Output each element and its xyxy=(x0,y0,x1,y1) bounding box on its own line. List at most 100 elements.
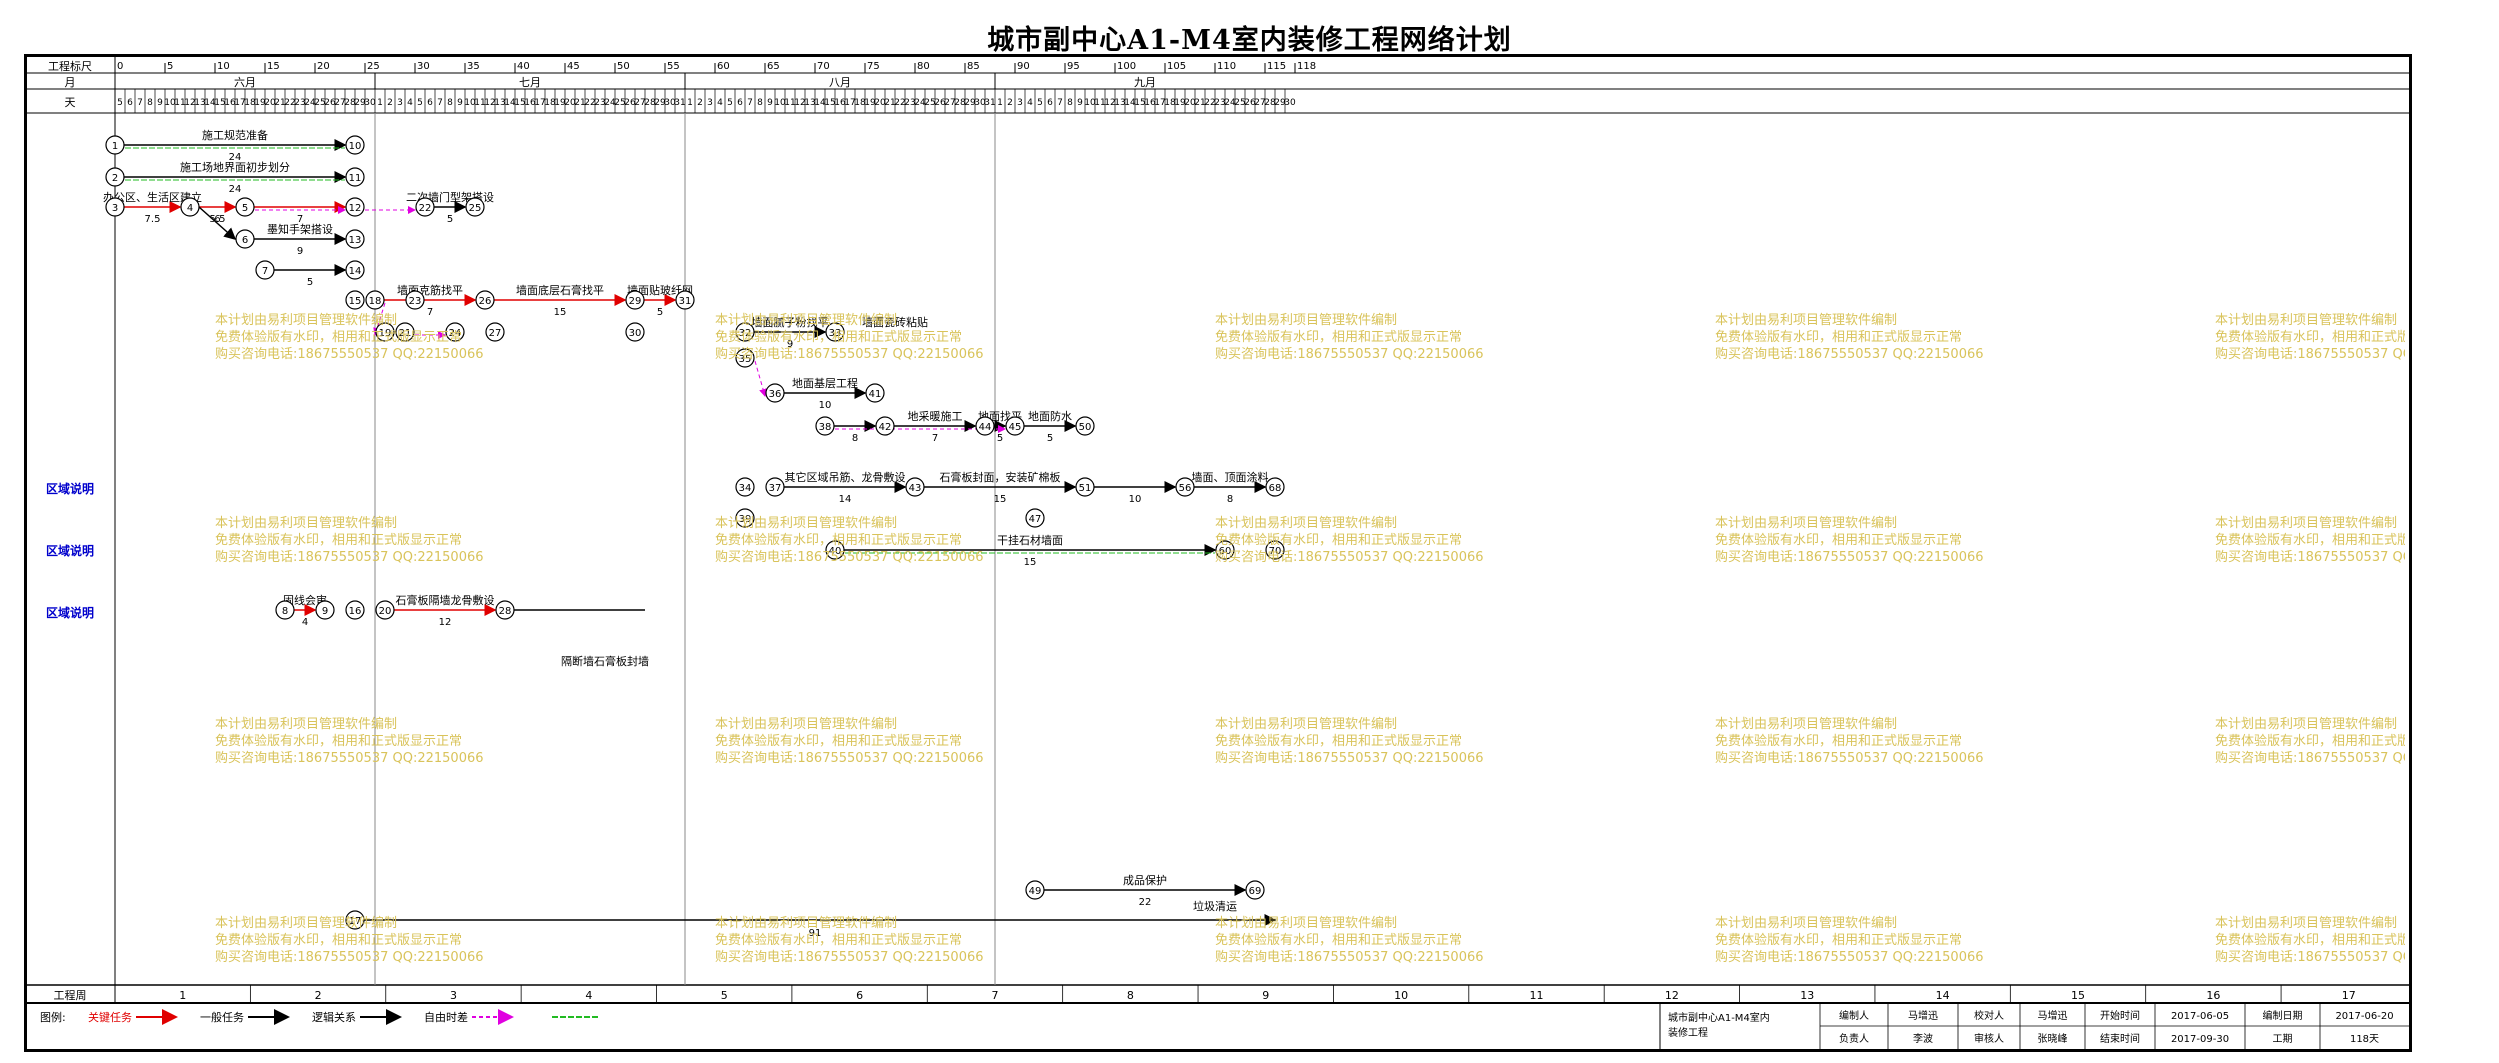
node-label: 9 xyxy=(322,606,328,617)
day-label: 24 xyxy=(604,98,616,108)
activity-duration: 10 xyxy=(1129,494,1142,505)
activity-duration: 9 xyxy=(787,339,793,350)
day-label: 25 xyxy=(924,98,935,108)
activity-duration: 15 xyxy=(1024,557,1037,568)
day-label: 17 xyxy=(1154,98,1165,108)
scale-tick-label: 60 xyxy=(717,61,730,72)
day-label: 17 xyxy=(844,98,855,108)
network-node xyxy=(235,197,255,217)
scale-tick-label: 105 xyxy=(1167,61,1186,72)
day-label: 11 xyxy=(784,98,795,108)
activity-name: 墙面腻子粉找平 xyxy=(752,315,829,329)
day-label: 4 xyxy=(1027,98,1033,108)
week-label: 5 xyxy=(721,989,728,1002)
watermark-line: 免费体验版有水印，相用和正式版显示正常 xyxy=(1715,330,1963,345)
watermark-line: 购买咨询电话:18675550537 QQ:22150066 xyxy=(1715,550,1984,565)
day-label: 6 xyxy=(1047,98,1053,108)
scale-tick-label: 40 xyxy=(517,61,530,72)
activity-duration: 7 xyxy=(932,433,938,444)
activity-name: 施工场地界面初步划分 xyxy=(180,160,290,174)
day-label: 1 xyxy=(687,98,693,108)
day-label: 10 xyxy=(464,98,476,108)
day-label: 15 xyxy=(824,98,835,108)
node-label: 24 xyxy=(449,328,462,339)
info-key: 校对人 xyxy=(1974,1009,2004,1022)
watermark-line: 免费体验版有水印，相用和正式版显示正常 xyxy=(215,933,463,948)
week-label: 16 xyxy=(2206,989,2220,1002)
month-label: 六月 xyxy=(234,76,256,89)
scale-tick-label: 65 xyxy=(767,61,780,72)
day-label: 8 xyxy=(757,98,763,108)
watermark-line: 本计划由易利项目管理软件编制 xyxy=(215,313,398,328)
scale-tick-label: 5 xyxy=(167,61,173,72)
legend-label: 关键任务 xyxy=(88,1010,132,1024)
day-label: 29 xyxy=(654,98,666,108)
network-node xyxy=(365,290,385,310)
day-label: 30 xyxy=(364,98,376,108)
node-label: 34 xyxy=(739,483,752,494)
network-node xyxy=(375,600,395,620)
watermark-block: 本计划由易利项目管理软件编制免费体验版有水印，相用和正式版显示正常购买咨询电话:… xyxy=(2215,515,2405,566)
legend-label: 自由时差 xyxy=(424,1010,468,1024)
watermark-line: 本计划由易利项目管理软件编制 xyxy=(1215,717,1398,732)
watermark-block: 本计划由易利项目管理软件编制免费体验版有水印，相用和正式版显示正常购买咨询电话:… xyxy=(2215,915,2405,966)
day-label: 29 xyxy=(964,98,976,108)
activity-duration: 5 xyxy=(1047,433,1053,444)
day-label: 19 xyxy=(254,98,266,108)
activity-duration: 14 xyxy=(839,494,852,505)
month-label: 八月 xyxy=(829,76,851,89)
day-label: 4 xyxy=(407,98,413,108)
day-label: 28 xyxy=(344,98,356,108)
scale-tick-label: 50 xyxy=(617,61,630,72)
day-label: 5 xyxy=(417,98,423,108)
plan-title: 城市副中心A1-M4室内装修工程网络计划 xyxy=(987,25,1512,56)
network-node xyxy=(875,416,895,436)
chart-frame xyxy=(24,54,2412,1052)
watermark-block: 本计划由易利项目管理软件编制免费体验版有水印，相用和正式版显示正常购买咨询电话:… xyxy=(2215,312,2405,363)
scale-tick-label: 90 xyxy=(1017,61,1030,72)
day-label: 24 xyxy=(914,98,926,108)
watermark-line: 购买咨询电话:18675550537 QQ:22150066 xyxy=(215,550,484,565)
day-label: 8 xyxy=(447,98,453,108)
day-label: 31 xyxy=(674,98,685,108)
day-label: 26 xyxy=(1244,98,1256,108)
watermark-line: 购买咨询电话:18675550537 QQ:22150066 xyxy=(2215,347,2405,362)
watermark-line: 免费体验版有水印，相用和正式版显示正常 xyxy=(1215,533,1463,548)
day-label: 8 xyxy=(1067,98,1073,108)
activity-duration: 15 xyxy=(554,307,567,318)
node-label: 28 xyxy=(499,606,512,617)
activity-duration: 9 xyxy=(297,246,303,257)
network-node xyxy=(825,540,845,560)
watermark-line: 本计划由易利项目管理软件编制 xyxy=(715,313,898,328)
watermark-line: 购买咨询电话:18675550537 QQ:22150066 xyxy=(1215,751,1484,766)
free-float-line xyxy=(754,360,767,397)
node-label: 4 xyxy=(187,203,193,214)
day-label: 20 xyxy=(564,98,576,108)
day-label: 2 xyxy=(697,98,703,108)
activity-name: 墙面、顶面涂料 xyxy=(1192,470,1269,484)
day-label: 2 xyxy=(387,98,393,108)
day-label: 30 xyxy=(974,98,986,108)
activity-duration: 5 xyxy=(447,214,453,225)
day-label: 18 xyxy=(244,98,256,108)
scale-tick-label: 35 xyxy=(467,61,480,72)
week-label: 17 xyxy=(2342,989,2356,1002)
week-label: 15 xyxy=(2071,989,2085,1002)
day-label: 21 xyxy=(574,98,585,108)
node-label: 39 xyxy=(739,514,752,525)
network-node xyxy=(1175,477,1195,497)
day-label: 20 xyxy=(1184,98,1196,108)
activity-name: 墙面瓷砖粘贴 xyxy=(862,315,928,329)
network-node xyxy=(465,197,485,217)
watermark-line: 本计划由易利项目管理软件编制 xyxy=(215,717,398,732)
info-value: 李波 xyxy=(1913,1032,1933,1045)
watermark-line: 本计划由易利项目管理软件编制 xyxy=(1215,916,1398,931)
info-value: 2017-06-20 xyxy=(2335,1011,2393,1022)
watermark-block: 本计划由易利项目管理软件编制免费体验版有水印，相用和正式版显示正常购买咨询电话:… xyxy=(1215,915,1484,966)
day-label: 23 xyxy=(294,98,305,108)
day-label: 26 xyxy=(624,98,636,108)
day-label: 10 xyxy=(774,98,786,108)
network-node xyxy=(975,416,995,436)
watermark-line: 免费体验版有水印，相用和正式版显示正常 xyxy=(215,330,463,345)
scale-tick-label: 15 xyxy=(267,61,280,72)
